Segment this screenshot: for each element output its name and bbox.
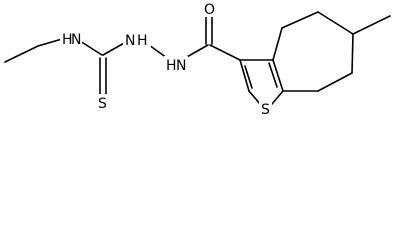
ethyl-nitrogen-symbol: H: [62, 32, 73, 48]
bond-c4-c5: [281, 11, 319, 29]
ethyl-hydrogen-symbol: N: [71, 32, 81, 48]
ethyl-nh-label: H N: [60, 30, 82, 48]
bond-c6-c7: [351, 33, 354, 74]
bond-c7-c7a: [317, 72, 353, 92]
hydrazide-nh-1-label: N H: [123, 31, 151, 49]
hydrazide-nitrogen-2-symbol: N: [176, 58, 186, 74]
molecule-structure-diagram: H N N H H N S O S: [4, 1, 391, 118]
bond-c6-methyl: [352, 15, 391, 35]
bond-thiocarbonyl-c-n: [102, 41, 127, 56]
hydrazide-nh-2-label: H N: [164, 56, 188, 74]
carbonyl-oxygen-label: O: [203, 1, 216, 18]
bond-c7a-c3a: [272, 59, 284, 92]
bond-c5-c6: [317, 11, 354, 35]
bond-c7a-c3a-inner: [268, 62, 278, 88]
thione-sulfur-symbol: S: [98, 96, 107, 112]
bonds: [4, 11, 391, 105]
ring-sulfur-label: S: [259, 100, 272, 118]
hydrazide-hydrogen-2-symbol: H: [166, 58, 177, 74]
bond-ethyl-ch2-n: [37, 38, 63, 47]
thione-sulfur-label: S: [97, 94, 109, 112]
hydrazide-hydrogen-1-symbol: H: [137, 33, 148, 49]
bond-carbonyl-c-ring: [209, 44, 241, 61]
bond-n-thiocarbonyl-c: [79, 40, 103, 56]
carbonyl-oxygen-symbol: O: [204, 2, 215, 18]
bond-n-carbonyl-c: [184, 44, 209, 59]
bond-ethyl-ch3-ch2: [4, 45, 39, 63]
bond-c3-c2: [239, 59, 250, 92]
bond-c3-c2-inner: [244, 65, 253, 89]
atom-labels: H N N H H N S O S: [60, 1, 272, 118]
hydrazide-nitrogen-1-symbol: N: [125, 33, 135, 49]
ring-sulfur-symbol: S: [261, 102, 270, 118]
bond-c3a-c4: [272, 27, 283, 61]
bond-c2-s: [248, 90, 261, 105]
bond-n-n: [148, 44, 168, 59]
bond-s-c7a: [271, 90, 284, 105]
